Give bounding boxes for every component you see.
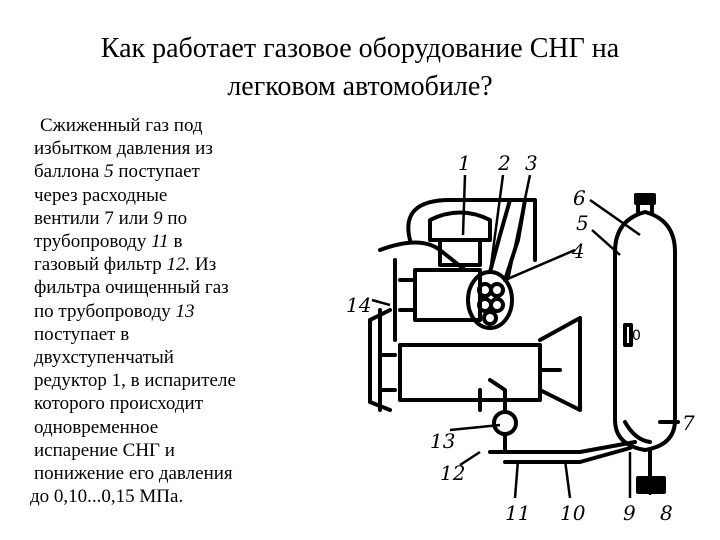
body-text-segment: которого происходит xyxy=(34,393,204,415)
body-text-segment: избытком давления из xyxy=(34,138,213,160)
gas-filter-12 xyxy=(492,410,518,436)
body-text-segment: по трубопроводу xyxy=(34,300,176,322)
body-line: через расходные xyxy=(30,184,300,207)
callout-4: 4 xyxy=(571,239,585,263)
callout-1: 1 xyxy=(458,151,471,175)
body-text-segment: поступает в xyxy=(34,323,130,345)
body-text-segment: в xyxy=(168,231,183,253)
tank-valve-cap xyxy=(634,193,656,205)
hose-2 xyxy=(488,198,512,274)
body-line: до 0,10...0,15 МПа. xyxy=(30,485,300,508)
callout-13: 13 xyxy=(430,429,455,453)
body-italic-ref: 5 xyxy=(104,161,114,183)
body-text-segment: испарение СНГ и xyxy=(34,439,175,461)
lpg-system-diagram: 0 1 2 3 6 5 4 14 13 12 11 10 9 7 8 xyxy=(346,151,695,525)
pipeline-11b xyxy=(503,446,632,464)
gearbox xyxy=(538,316,582,412)
body-italic-ref: 11 xyxy=(151,231,169,253)
pipeline-11 xyxy=(488,440,637,454)
body-text-segment: Сжиженный газ под xyxy=(40,115,203,136)
body-line: Сжиженный газ под xyxy=(30,114,300,137)
body-line: газовый фильтр 12. Из xyxy=(30,253,300,276)
body-line: по трубопроводу 13 xyxy=(30,300,300,323)
body-text-segment: двухступенчатый xyxy=(34,347,174,369)
body-italic-ref: 13 xyxy=(175,300,195,322)
title-line-2: легковом автомобиле? xyxy=(227,71,493,102)
body-line: одновременное xyxy=(30,416,300,439)
slide-title: Как работает газовое оборудование СНГ на… xyxy=(40,30,680,106)
title-line-1: Как работает газовое оборудование СНГ на xyxy=(100,33,620,64)
body-line: трубопроводу 11 в xyxy=(30,230,300,253)
body-text-segment: понижение его давления xyxy=(34,463,233,485)
top-hose xyxy=(406,198,537,262)
body-line: вентили 7 или 9 по xyxy=(30,207,300,230)
body-text-segment: баллона xyxy=(34,161,105,183)
body-text-segment: трубопроводу xyxy=(34,231,152,253)
tank-label: 0 xyxy=(632,328,641,344)
body-line: баллона 5 поступает xyxy=(30,160,300,183)
body-line: фильтра очищенный газ xyxy=(30,276,300,299)
body-text-segment: фильтра очищенный газ xyxy=(34,277,229,299)
callout-7: 7 xyxy=(682,411,695,435)
body-text-segment: Из xyxy=(190,254,217,276)
callout-14: 14 xyxy=(346,293,371,317)
callout-2: 2 xyxy=(497,151,511,175)
callout-3: 3 xyxy=(525,151,538,175)
body-text-segment: редуктор 1, в испарителе xyxy=(34,370,236,392)
engine-front xyxy=(368,308,392,412)
body-line: понижение его давления xyxy=(30,462,300,485)
body-text-segment: до 0,10...0,15 МПа. xyxy=(30,486,184,508)
body-italic-ref: 9 xyxy=(153,207,163,229)
body-text-segment: поступает xyxy=(113,161,200,183)
body-line: избытком давления из xyxy=(30,137,300,160)
body-text-segment: по xyxy=(162,207,188,229)
engine-block xyxy=(398,343,542,402)
body-text-segment: одновременное xyxy=(34,416,159,438)
body-italic-ref: 12. xyxy=(166,254,191,276)
tank-gauge xyxy=(623,323,633,347)
air-cleaner xyxy=(428,210,492,242)
callout-10: 10 xyxy=(560,501,586,525)
body-text-segment: газовый фильтр xyxy=(34,254,167,276)
body-text-segment: вентили 7 или xyxy=(34,207,154,229)
pipeline-13 xyxy=(488,378,507,414)
callout-6: 6 xyxy=(573,186,586,210)
body-text-segment: через расходные xyxy=(34,184,168,206)
body-line: редуктор 1, в испарителе xyxy=(30,369,300,392)
left-hose xyxy=(378,240,467,272)
callout-8: 8 xyxy=(660,501,673,525)
body-line: которого происходит xyxy=(30,392,300,415)
valve-9 xyxy=(623,420,652,444)
callout-9: 9 xyxy=(623,501,636,525)
callout-11: 11 xyxy=(505,501,530,525)
body-line: испарение СНГ и xyxy=(30,439,300,462)
body-line: поступает в xyxy=(30,323,300,346)
callout-12: 12 xyxy=(440,461,465,485)
callout-5: 5 xyxy=(576,211,589,235)
body-line: двухступенчатый xyxy=(30,346,300,369)
solenoid xyxy=(413,268,482,322)
